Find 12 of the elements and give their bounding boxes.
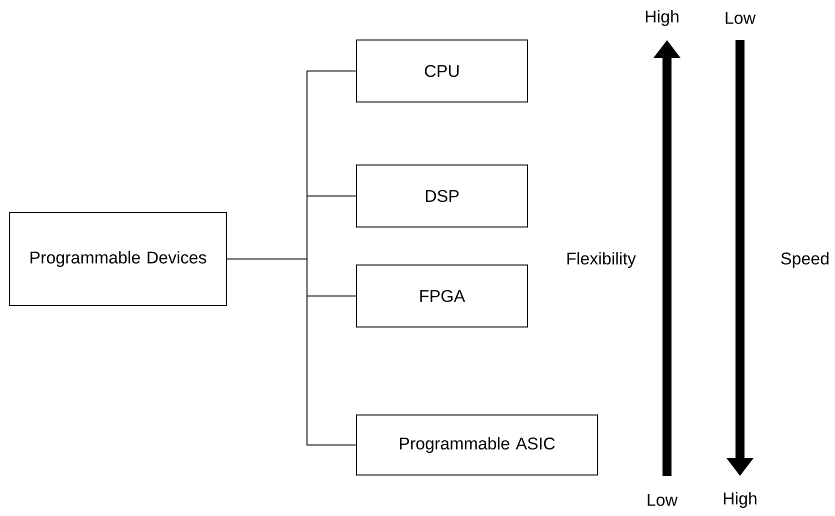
axis-label: High	[644, 9, 680, 27]
axis-label: Low	[723, 11, 757, 25]
axis-label: Speed	[779, 251, 831, 269]
axis-label: Low	[645, 493, 679, 507]
connector-line	[226, 258, 356, 446]
process-box: DSP	[356, 164, 528, 228]
process-box: FPGA	[356, 264, 528, 328]
process-box: CPU	[356, 40, 528, 102]
axis-label: High	[722, 491, 758, 509]
process-box: Programmable ASIC	[356, 414, 598, 476]
axis-label: Flexibility	[565, 251, 637, 269]
process-box: Programmable Devices	[9, 212, 227, 306]
